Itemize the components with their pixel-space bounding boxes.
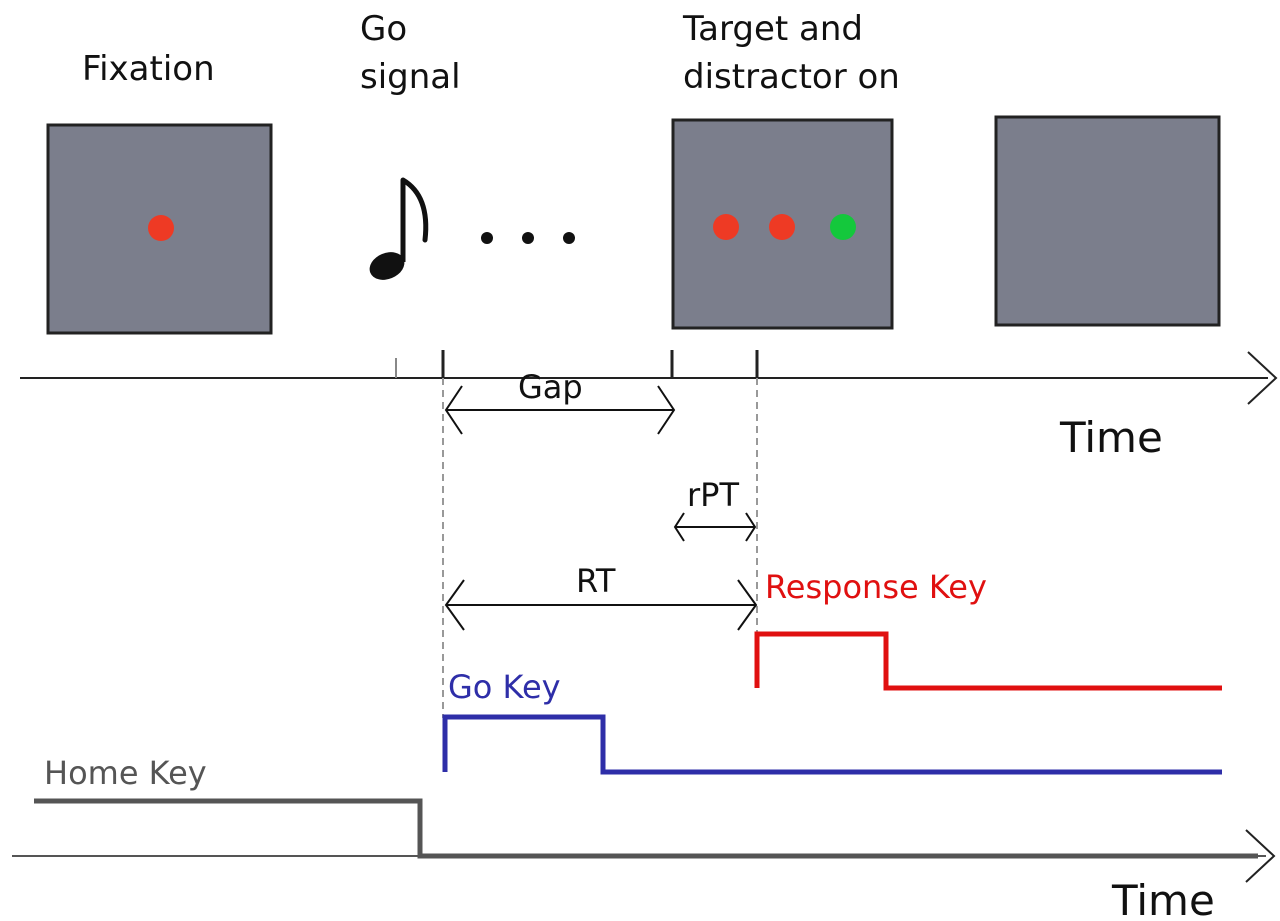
ellipsis-icon xyxy=(481,232,575,244)
lower-time-axis xyxy=(12,829,1276,883)
rpt-label: rPT xyxy=(687,476,739,514)
go-key-trace xyxy=(442,714,1222,775)
target-label-line2: distractor on xyxy=(683,57,900,97)
rpt-interval-arrow xyxy=(673,512,757,542)
response-key-label: Response Key xyxy=(765,568,987,606)
rt-label: RT xyxy=(576,562,616,600)
stimulus-dot-1 xyxy=(713,214,739,240)
fixation-dot xyxy=(148,215,174,241)
stimulus-dot-2 xyxy=(769,214,795,240)
go-key-label: Go Key xyxy=(448,668,561,706)
stimulus-dot-green xyxy=(830,214,856,240)
rt-interval-arrow xyxy=(444,579,758,631)
upper-time-axis xyxy=(20,351,1278,405)
music-note-icon xyxy=(369,177,429,280)
response-key-trace xyxy=(754,631,1222,691)
time-label-upper: Time xyxy=(1059,413,1163,462)
fixation-label: Fixation xyxy=(82,49,215,89)
time-label-lower: Time xyxy=(1111,876,1215,921)
go-signal-label-line1: Go xyxy=(360,9,407,49)
gap-label: Gap xyxy=(518,368,583,406)
blank-screen xyxy=(994,115,1221,327)
home-key-trace xyxy=(34,798,1258,859)
gap-interval-arrow xyxy=(444,385,676,435)
target-label-line1: Target and xyxy=(682,9,863,49)
home-key-label: Home Key xyxy=(44,754,207,792)
go-signal-label-line2: signal xyxy=(360,57,461,97)
